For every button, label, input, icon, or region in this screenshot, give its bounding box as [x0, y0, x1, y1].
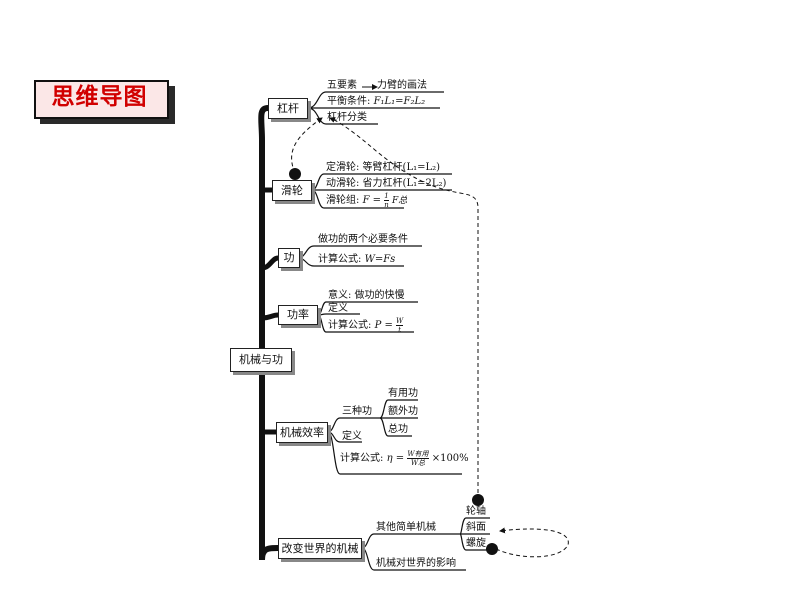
work-node: 功 — [278, 248, 300, 268]
dashed-link-axle-lever — [329, 117, 479, 500]
work-formula-prefix: 计算公式: — [318, 254, 365, 265]
lever-label: 杠杆 — [277, 102, 299, 115]
efficiency-label: 机械效率 — [280, 426, 324, 439]
pulley-movable: 动滑轮: 省力杠杆(L₁=2L₂) — [326, 178, 447, 189]
lever-elements: 五要素 力臂的画法 — [327, 80, 427, 92]
banner-box — [34, 80, 169, 119]
efficiency-formula-rhs: ×100% — [431, 453, 469, 464]
power-formula-prefix: 计算公式: — [328, 320, 375, 331]
power-definition: 定义 — [328, 303, 348, 314]
change-incline: 斜面 — [466, 522, 486, 533]
power-formula-lhs: P = — [374, 320, 393, 331]
efficiency-extra: 额外功 — [388, 406, 418, 417]
banner-title: 思维导图 — [51, 84, 148, 110]
pulley-frac-num: 1 — [384, 192, 389, 201]
root-label: 机械与功 — [239, 353, 283, 366]
work-formula-value: W=Fs — [364, 254, 396, 265]
efficiency-node: 机械效率 — [276, 422, 328, 443]
lever-classes: 杠杆分类 — [327, 112, 367, 123]
main-trunk — [258, 105, 279, 561]
lever-balance: 平衡条件: F₁L₁=F₂L₂ — [327, 96, 425, 108]
efficiency-frac-den: W总 — [410, 459, 426, 467]
work-label: 功 — [283, 251, 295, 264]
pulley-fixed: 定滑轮: 等臂杠杆(L₁=L₂) — [326, 162, 441, 173]
pulley-block-lhs: F = — [362, 195, 382, 206]
lever-item1-prefix: 五要素 — [327, 80, 357, 91]
pulley-frac-den: n — [384, 201, 389, 209]
power-frac-den: t — [398, 326, 402, 334]
lever-item2-formula: F₁L₁=F₂L₂ — [373, 96, 426, 107]
efficiency-formula-prefix: 计算公式: — [340, 453, 387, 464]
dot-pulley — [289, 168, 301, 180]
power-label: 功率 — [287, 308, 309, 321]
dot-screw — [486, 543, 498, 555]
efficiency-useful: 有用功 — [388, 388, 418, 399]
efficiency-definition: 定义 — [342, 431, 362, 442]
mindmap-banner: 思维导图 — [34, 80, 179, 126]
power-frac-num: W — [396, 317, 404, 326]
efficiency-total: 总功 — [388, 424, 408, 435]
change-node: 改变世界的机械 — [278, 538, 362, 559]
efficiency-three-kinds: 三种功 — [342, 406, 372, 417]
pulley-node: 滑轮 — [272, 180, 312, 201]
dot-axle — [472, 494, 484, 506]
work-formula: 计算公式: W=Fs — [318, 254, 395, 266]
dashed-link-pulley-lever — [291, 117, 323, 174]
pulley-label: 滑轮 — [281, 184, 303, 197]
root-node: 机械与功 — [230, 348, 292, 372]
power-meaning: 意义: 做功的快慢 — [328, 290, 405, 301]
change-axle: 轮轴 — [466, 506, 486, 517]
lever-item2-prefix: 平衡条件: — [327, 96, 374, 107]
lever-item1-suffix: 力臂的画法 — [377, 80, 427, 91]
lever-node: 杠杆 — [268, 98, 308, 119]
change-screw: 螺旋 — [466, 538, 486, 549]
pulley-block-rhs: F总 — [391, 196, 408, 206]
change-impact: 机械对世界的影响 — [376, 558, 456, 569]
pulley-block-prefix: 滑轮组: — [326, 195, 363, 206]
change-other: 其他简单机械 — [376, 522, 436, 533]
work-conditions: 做功的两个必要条件 — [318, 234, 408, 245]
efficiency-formula-lhs: η = — [386, 453, 405, 464]
change-label: 改变世界的机械 — [281, 542, 359, 555]
dashed-link-screw-incline — [495, 527, 569, 558]
power-node: 功率 — [278, 305, 318, 325]
efficiency-frac-num: W有用 — [407, 450, 429, 459]
